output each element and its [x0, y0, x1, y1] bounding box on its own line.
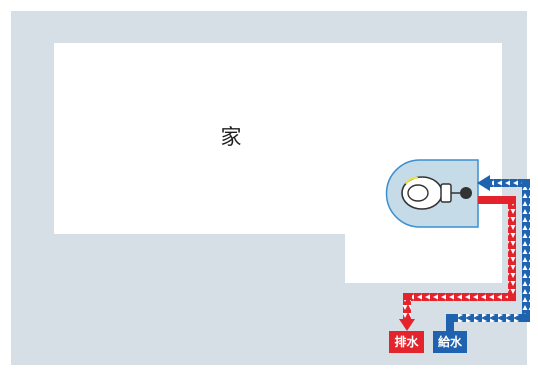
supply-arrow-icon [477, 175, 490, 191]
supply-tag-bg [433, 331, 467, 353]
drain-arrow-icon [399, 319, 415, 331]
drain-pipe [403, 196, 516, 322]
supply-pipe [446, 179, 530, 331]
house-label: 家 [220, 125, 242, 149]
supply-label: 給水 [437, 335, 462, 349]
drain-tag-bg [389, 331, 424, 353]
drain-label: 排水 [394, 335, 419, 349]
house-area [54, 43, 502, 283]
toilet-icon [401, 176, 472, 210]
